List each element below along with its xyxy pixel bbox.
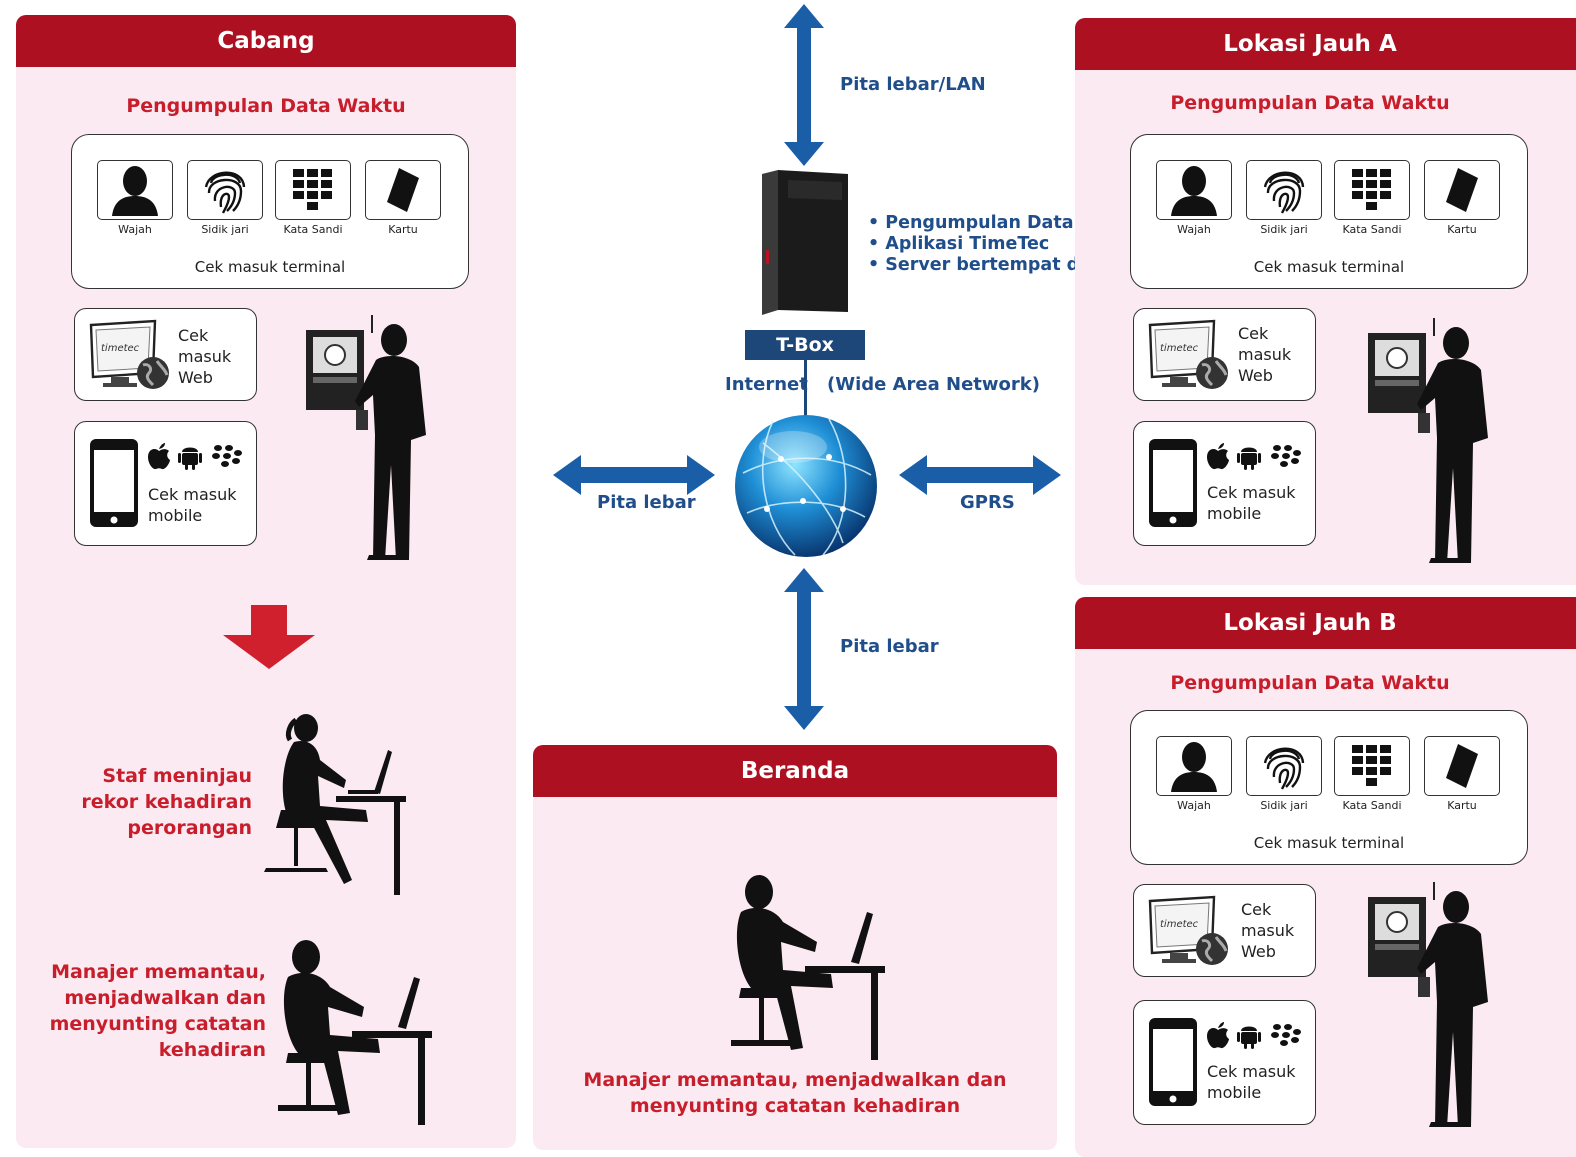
internet-label: Internet: [725, 374, 808, 395]
tbox-server-icon: [762, 170, 848, 315]
web-checkin-label: Cek masuk Web: [1238, 324, 1292, 385]
bottom-link-label: Pita lebar: [840, 636, 939, 657]
method-fingerprint: Sidik jari: [1245, 160, 1323, 236]
fingerprint-icon: [204, 171, 246, 214]
terminal-checkin-box: Wajah Sidik jari Kata Sandi Kartu Cek ma…: [71, 134, 469, 289]
person-at-terminal-icon: [1368, 318, 1488, 563]
method-card: Kartu: [364, 160, 442, 236]
mobile-checkin-box: Cek masuk mobile: [74, 421, 257, 546]
person-at-terminal-icon: [1368, 882, 1488, 1127]
panel-subtitle: Pengumpulan Data Waktu: [126, 95, 406, 117]
method-face: Wajah: [96, 160, 174, 236]
terminal-checkin-box: Wajah Sidik jari Kata Sandi Kartu Cek ma…: [1130, 710, 1528, 865]
web-checkin-box: timetec Cek masuk Web: [1133, 308, 1316, 401]
arrow-left-right-left: [553, 455, 715, 495]
method-face: Wajah: [1155, 160, 1233, 236]
fingerprint-icon: [1263, 747, 1305, 790]
blackberry-icon: [212, 445, 242, 467]
arrow-up-down-top: [784, 4, 824, 166]
manager-monitor-text: Manajer memantau, menjadwalkan dan menyu…: [583, 1069, 1007, 1117]
person-at-terminal-icon: [306, 315, 426, 560]
card-icon: [387, 168, 419, 212]
web-checkin-box: timetec Cek masuk Web: [74, 308, 257, 401]
method-face: Wajah: [1155, 736, 1233, 812]
svg-text:timetec: timetec: [1160, 343, 1199, 354]
apple-icon: [1207, 1022, 1229, 1049]
keypad-icon: [1352, 745, 1391, 786]
cabang-panel: Cabang Pengumpulan Data Waktu Wajah Sidi…: [16, 15, 516, 1148]
card-icon: [1446, 168, 1478, 212]
method-card: Kartu: [1423, 160, 1501, 236]
tbox-label: T-Box: [745, 330, 865, 360]
manager-monitor-text: Manajer memantau, menjadwalkan dan menyu…: [49, 961, 266, 1061]
lokasi-a-panel: Lokasi Jauh A Pengumpulan Data Waktu Waj…: [1075, 18, 1576, 585]
web-monitor-globe-icon: timetec: [89, 319, 169, 389]
panel-subtitle: Pengumpulan Data Waktu: [1170, 92, 1450, 114]
terminal-caption: Cek masuk terminal: [1253, 834, 1405, 852]
smartphone-icon: [1149, 1018, 1197, 1106]
method-password: Kata Sandi: [1333, 736, 1411, 812]
top-link-label: Pita lebar/LAN: [840, 74, 986, 95]
fingerprint-icon: [1263, 171, 1305, 214]
arrow-up-down-bottom: [784, 568, 824, 730]
left-link-label: Pita lebar: [597, 492, 696, 513]
man-at-desk-icon: [731, 875, 885, 1060]
web-monitor-globe-icon: timetec: [1148, 319, 1228, 389]
method-fingerprint: Sidik jari: [1245, 736, 1323, 812]
panel-subtitle: Pengumpulan Data Waktu: [1170, 672, 1450, 694]
mobile-checkin-label: Cek masuk mobile: [148, 485, 237, 525]
man-at-desk-icon: [278, 940, 432, 1125]
blackberry-icon: [1271, 1024, 1301, 1046]
web-checkin-label: Cek masuk Web: [178, 326, 232, 387]
arrow-left-right-right: [899, 455, 1061, 495]
svg-text:timetec: timetec: [101, 343, 140, 354]
face-icon: [1171, 742, 1217, 792]
mobile-checkin-label: Cek masuk mobile: [1207, 483, 1296, 523]
blackberry-icon: [1271, 445, 1301, 467]
smartphone-icon: [1149, 439, 1197, 527]
apple-icon: [148, 443, 170, 470]
face-icon: [1171, 166, 1217, 216]
beranda-panel: Beranda Manajer memantau, menjadwalkan d…: [533, 745, 1057, 1150]
svg-text:timetec: timetec: [1160, 919, 1199, 930]
smartphone-icon: [90, 439, 138, 527]
panel-title: Lokasi Jauh B: [1075, 597, 1576, 649]
card-icon: [1446, 744, 1478, 788]
web-checkin-label: Cek masuk Web: [1241, 900, 1295, 961]
mobile-checkin-label: Cek masuk mobile: [1207, 1062, 1296, 1102]
mobile-checkin-box: Cek masuk mobile: [1133, 421, 1316, 546]
tbox-feature-item: Pengumpulan Data: [868, 213, 1335, 234]
keypad-icon: [293, 169, 332, 210]
panel-title: Lokasi Jauh A: [1075, 18, 1576, 70]
method-password: Kata Sandi: [1333, 160, 1411, 236]
terminal-caption: Cek masuk terminal: [1253, 258, 1405, 276]
wan-label: (Wide Area Network): [827, 374, 1040, 395]
tbox-feature-item: Aplikasi TimeTec: [868, 234, 1335, 255]
apple-icon: [1207, 443, 1229, 470]
android-icon: [178, 447, 202, 470]
terminal-checkin-box: Wajah Sidik jari Kata Sandi Kartu Cek ma…: [1130, 134, 1528, 289]
web-checkin-box: timetec Cek masuk Web: [1133, 884, 1316, 977]
method-password: Kata Sandi: [274, 160, 352, 236]
lokasi-b-panel: Lokasi Jauh B Pengumpulan Data Waktu Waj…: [1075, 597, 1576, 1157]
method-fingerprint: Sidik jari: [186, 160, 264, 236]
woman-at-desk-icon: [264, 714, 406, 895]
android-icon: [1237, 447, 1261, 470]
panel-title: Cabang: [16, 15, 516, 67]
keypad-icon: [1352, 169, 1391, 210]
mobile-checkin-box: Cek masuk mobile: [1133, 1000, 1316, 1125]
staff-review-text: Staf meninjau rekor kehadiran perorangan: [81, 765, 252, 839]
panel-title: Beranda: [533, 745, 1057, 797]
internet-globe-icon: [735, 415, 877, 557]
right-link-label: GPRS: [960, 492, 1015, 513]
web-monitor-globe-icon: timetec: [1148, 895, 1228, 965]
arrow-down-icon: [223, 605, 315, 669]
internet-connector-line: [804, 360, 807, 432]
face-icon: [112, 166, 158, 216]
android-icon: [1237, 1026, 1261, 1049]
method-card: Kartu: [1423, 736, 1501, 812]
terminal-caption: Cek masuk terminal: [194, 258, 346, 276]
